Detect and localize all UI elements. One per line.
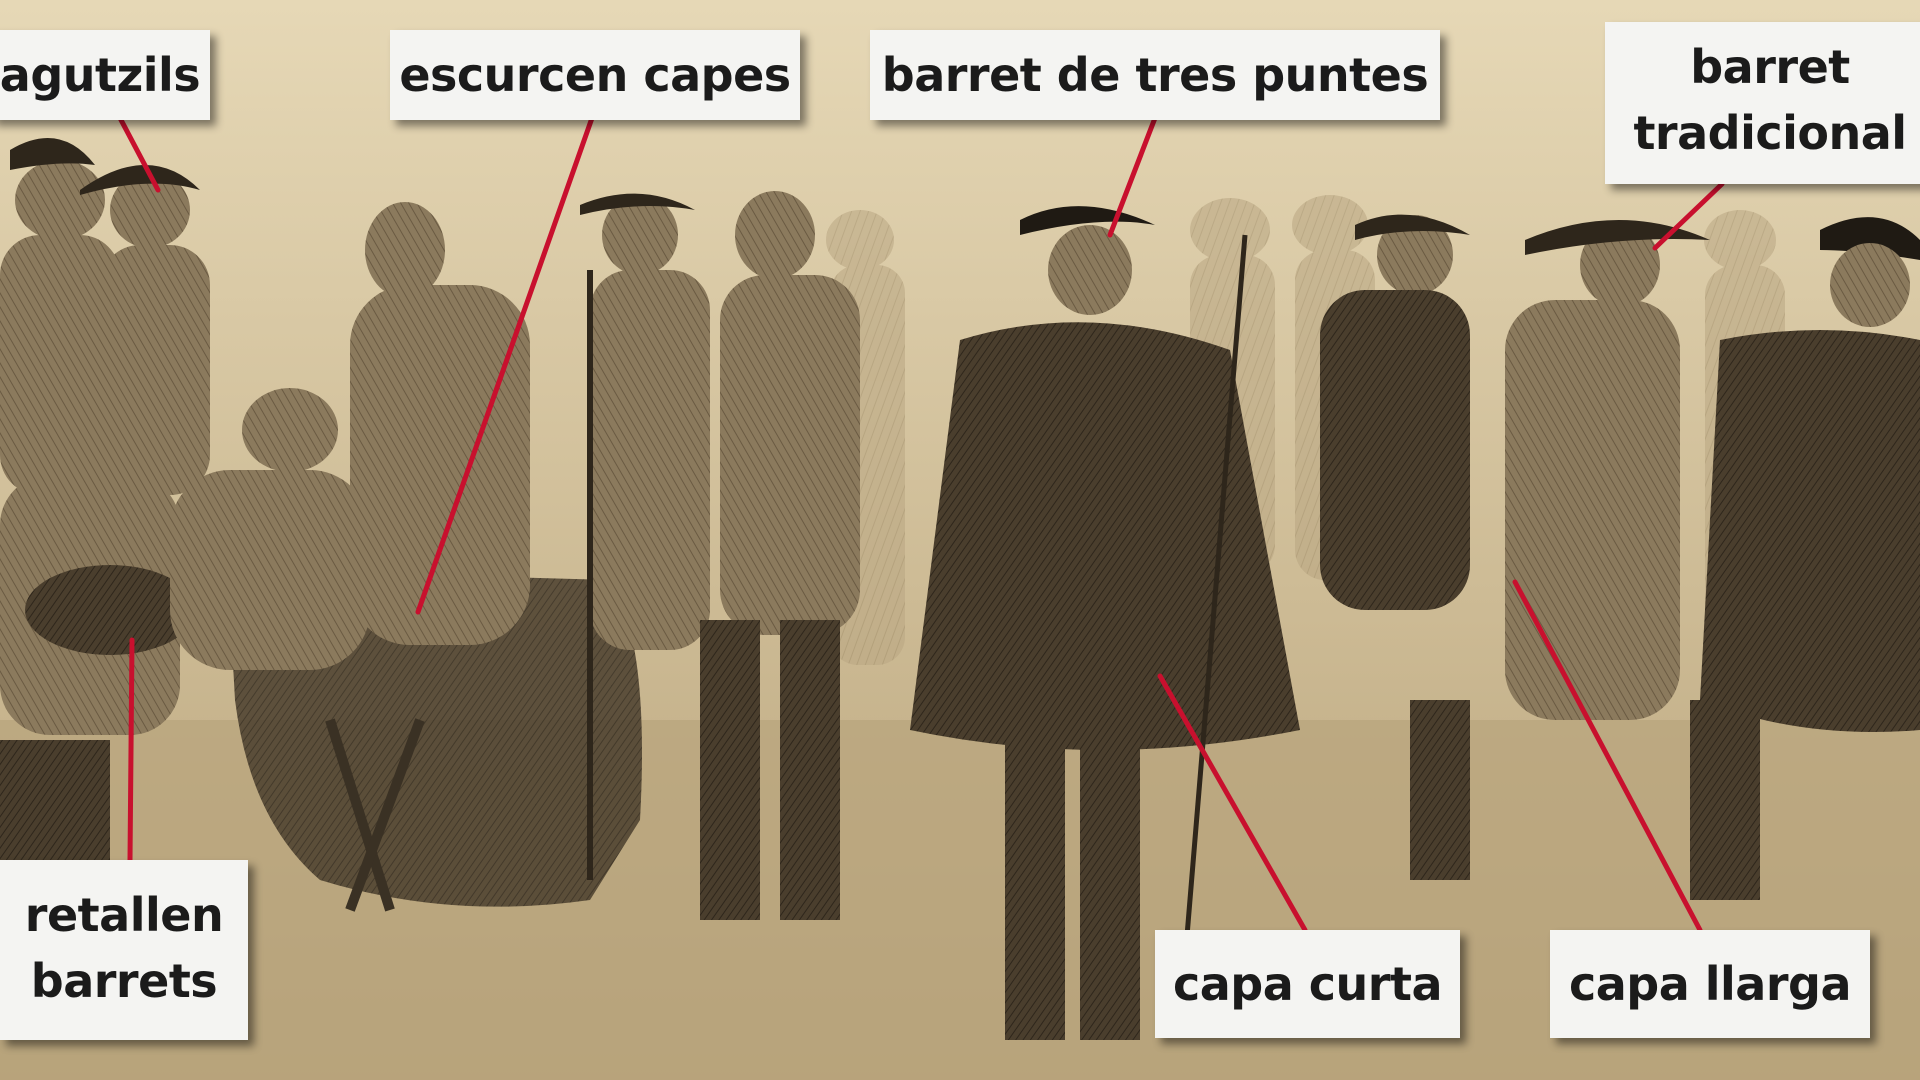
label-escurcen-capes-text: escurcen capes: [399, 48, 791, 102]
label-retallen-barrets: retallen barrets: [0, 860, 248, 1040]
pointer-capa-llarga: [1512, 579, 1703, 933]
pointer-lines: [117, 115, 1725, 933]
pointer-agutzils: [117, 115, 161, 193]
label-agutzils-text: agutzils: [0, 48, 201, 102]
label-escurcen-capes: escurcen capes: [390, 30, 800, 120]
label-capa-curta: capa curta: [1155, 930, 1460, 1038]
label-agutzils: agutzils: [0, 30, 210, 120]
pointer-barret-tradicional: [1652, 181, 1725, 251]
label-capa-llarga: capa llarga: [1550, 930, 1870, 1038]
label-retallen-barrets-line1: retallen: [24, 888, 224, 942]
label-barret-tradicional-line1: barret: [1690, 40, 1850, 94]
label-barret-tres-puntes-text: barret de tres puntes: [881, 48, 1429, 102]
standing-figures: [350, 191, 1920, 1040]
label-barret-tres-puntes: barret de tres puntes: [870, 30, 1440, 120]
pointer-capa-curta: [1157, 673, 1308, 933]
label-barret-tradicional-line2: tradicional: [1633, 106, 1907, 160]
label-capa-curta-text: capa curta: [1172, 957, 1443, 1011]
pointer-barret-tres-puntes: [1107, 115, 1158, 238]
label-barret-tradicional: barret tradicional: [1605, 22, 1920, 184]
label-retallen-barrets-line2: barrets: [30, 954, 218, 1008]
label-capa-llarga-text: capa llarga: [1568, 957, 1852, 1011]
seated-figures: [0, 138, 370, 870]
pointer-retallen-barrets: [127, 637, 135, 863]
pointer-escurcen-capes: [415, 115, 595, 615]
